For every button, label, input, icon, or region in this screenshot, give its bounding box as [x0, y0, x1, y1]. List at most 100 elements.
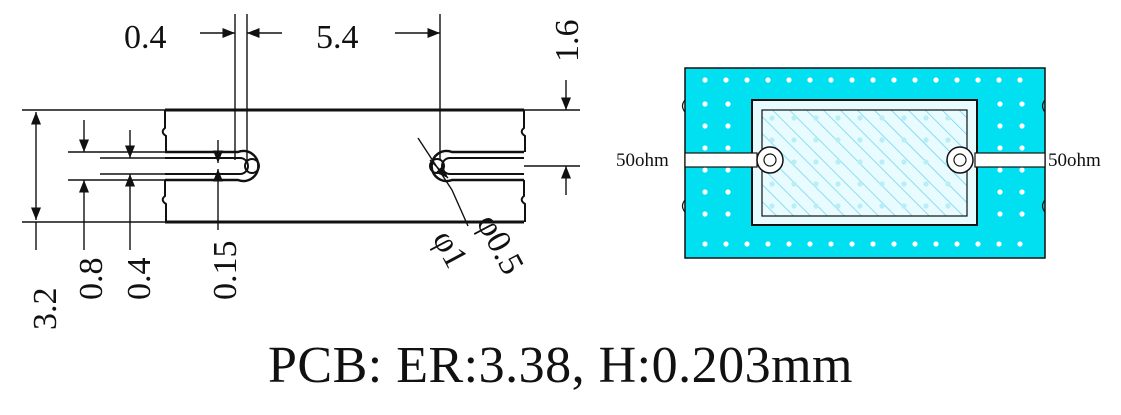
via-dot: [954, 241, 960, 247]
via-dot: [879, 115, 885, 121]
via-dot: [1019, 101, 1025, 107]
via-dot: [791, 115, 797, 121]
via-dot: [923, 203, 929, 209]
via-dot: [807, 241, 813, 247]
via-dot: [813, 181, 819, 187]
via-dot: [702, 123, 708, 129]
via-dot: [857, 115, 863, 121]
left-via-hole: [244, 158, 260, 174]
via-dot: [769, 115, 775, 121]
dim-total-height: 3.2: [27, 288, 64, 331]
via-dot: [769, 181, 775, 187]
via-dot: [923, 181, 929, 187]
via-dot: [744, 241, 750, 247]
via-dot: [945, 115, 951, 121]
board-left-edge-top: [161, 110, 167, 152]
via-dot: [901, 159, 907, 165]
via-dot: [1017, 241, 1023, 247]
via-dot: [1019, 123, 1025, 129]
via-dot: [945, 181, 951, 187]
via-dot: [702, 241, 708, 247]
via-dot: [813, 203, 819, 209]
dimension-lines: [22, 14, 580, 250]
via-dot: [997, 211, 1003, 217]
right-trace-outline: [441, 157, 524, 175]
via-dot: [769, 137, 775, 143]
via-dot: [725, 211, 731, 217]
via-dot: [725, 189, 731, 195]
via-dot: [933, 241, 939, 247]
via-dot: [997, 167, 1003, 173]
leader-inner-hole: [429, 159, 449, 179]
via-dot: [996, 241, 1002, 247]
via-dot: [702, 145, 708, 151]
via-dot: [791, 203, 797, 209]
via-dot: [725, 101, 731, 107]
via-dot: [870, 241, 876, 247]
via-dot: [835, 115, 841, 121]
mechanical-drawing: [161, 108, 526, 224]
dim-slot-width-inner: 0.4: [121, 258, 158, 301]
via-dot: [835, 181, 841, 187]
via-dot: [765, 241, 771, 247]
via-dot: [723, 241, 729, 247]
dim-half-height: 1.6: [549, 20, 586, 63]
via-dot: [791, 137, 797, 143]
via-dot: [835, 159, 841, 165]
dim-hole-spacing: 5.4: [316, 19, 359, 56]
via-dot: [857, 137, 863, 143]
via-dot: [879, 181, 885, 187]
via-dot: [857, 159, 863, 165]
via-dot: [996, 77, 1002, 83]
left-port-via: [763, 153, 777, 167]
pcb-caption: PCB: ER:3.38, H:0.203mm: [267, 337, 854, 394]
board-right-edge-bottom: [520, 180, 526, 222]
dim-trace-width: 0.15: [207, 241, 244, 301]
right-slot-outline: [430, 149, 524, 183]
via-dot: [744, 77, 750, 83]
via-dot: [835, 203, 841, 209]
via-dot: [933, 77, 939, 83]
via-dot: [702, 77, 708, 83]
board-right-edge-top: [520, 110, 526, 152]
via-dot: [1019, 145, 1025, 151]
dim-hole-diameter: φ1: [425, 224, 475, 274]
via-dot: [912, 77, 918, 83]
via-dot: [835, 137, 841, 143]
via-dot: [702, 211, 708, 217]
via-dot: [725, 167, 731, 173]
via-dot: [901, 203, 907, 209]
via-dot: [945, 203, 951, 209]
board-left-edge-bottom: [161, 180, 167, 222]
via-dot: [1019, 167, 1025, 173]
via-dot: [1019, 189, 1025, 195]
via-dot: [891, 241, 897, 247]
via-dot: [923, 115, 929, 121]
via-dot: [765, 77, 771, 83]
via-dot: [954, 77, 960, 83]
via-dot: [786, 77, 792, 83]
via-dot: [1017, 77, 1023, 83]
via-dot: [945, 137, 951, 143]
dim-slot-width-outer: 0.8: [73, 258, 110, 301]
left-port-pad: [756, 146, 784, 174]
via-dot: [879, 159, 885, 165]
via-dot: [923, 137, 929, 143]
via-dot: [901, 181, 907, 187]
via-dot: [813, 115, 819, 121]
via-dot: [702, 189, 708, 195]
via-dot: [702, 101, 708, 107]
via-dot: [879, 137, 885, 143]
via-dot: [786, 241, 792, 247]
via-dot: [791, 159, 797, 165]
via-dot: [997, 101, 1003, 107]
via-dot: [702, 167, 708, 173]
via-dot: [849, 77, 855, 83]
port-right-label: 50ohm: [1048, 150, 1101, 171]
via-dot: [901, 137, 907, 143]
via-dot: [997, 189, 1003, 195]
via-dot: [813, 159, 819, 165]
leader-hole: [417, 137, 453, 191]
via-dot: [879, 203, 885, 209]
via-dot: [997, 145, 1003, 151]
